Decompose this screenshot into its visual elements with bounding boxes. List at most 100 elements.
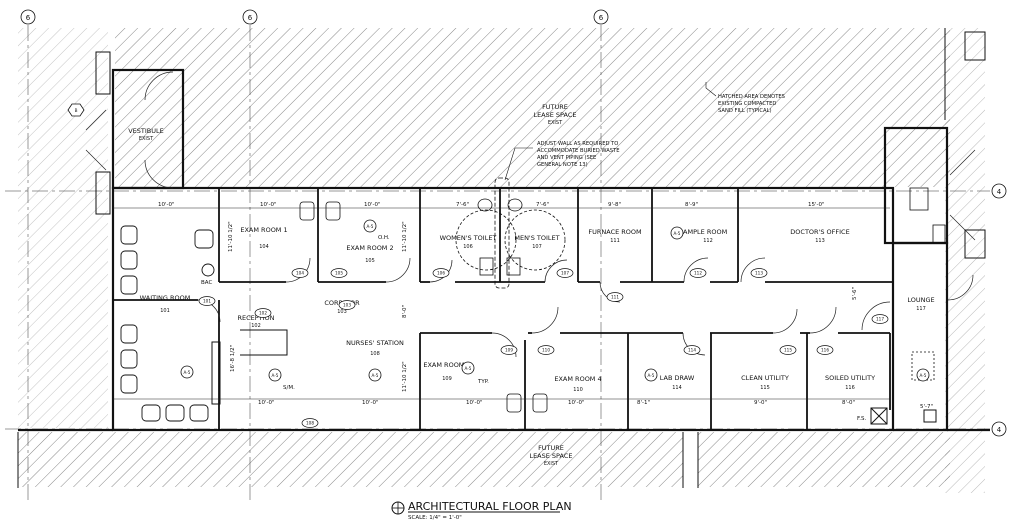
future-bottom-line2: LEASE SPACE [529, 452, 572, 460]
room-number-waiting: 101 [160, 308, 170, 314]
room-number-womens: 106 [463, 244, 473, 250]
room-number-lab: 114 [672, 385, 682, 391]
future-top-line1: FUTURE [542, 103, 568, 111]
grid-label-row-bottom: 4 [997, 426, 1002, 434]
drawing-scale: SCALE: 1/4" = 1'-0" [408, 515, 462, 521]
title-block: ARCHITECTURAL FLOOR PLAN SCALE: 1/4" = 1… [391, 500, 572, 521]
dim-v1: 11'-10 1/2" [228, 221, 234, 252]
note-wall-2: ACCOMMODATE BURIED WASTE [537, 148, 620, 154]
dim-d15: 8'-0" [842, 400, 855, 406]
door-tag-bubble [301, 418, 319, 428]
room-number-mens: 107 [532, 244, 542, 250]
room-label-vestibule: VESTIBULE [128, 127, 164, 135]
reception-counter [240, 329, 288, 356]
door-tag-110: 110 [542, 348, 550, 353]
grid-label-row-top: 4 [997, 188, 1002, 196]
door-tag-116: 116 [821, 348, 829, 353]
room-label-reception: RECEPTION [237, 314, 274, 322]
grid-bubbles [20, 9, 1007, 437]
note-wall-4: GENERAL NOTE 13) [537, 162, 588, 168]
door-tag-bubble [683, 345, 701, 355]
dim-d1: 10'-0" [158, 202, 175, 208]
door-tag-114: 114 [688, 348, 696, 353]
section-ref-8: A-5 [674, 231, 681, 236]
dim-d3: 10'-0" [364, 202, 381, 208]
future-top-num: EXIST [548, 120, 563, 126]
grid-label-right: 6 [599, 14, 604, 22]
room-number-sample: 112 [703, 238, 713, 244]
room-label-doctor: DOCTOR'S OFFICE [790, 228, 849, 236]
existing-walls [17, 28, 986, 488]
dimension-strings [113, 207, 890, 400]
dim-d2: 10'-0" [260, 202, 277, 208]
room-number-reception: 102 [251, 323, 261, 329]
section-ref-7: A-5 [920, 373, 927, 378]
door-tag-113: 113 [755, 271, 763, 276]
door-tag-bubble [254, 308, 272, 318]
room-number-nurses: 108 [370, 351, 380, 357]
future-bottom-num: EXIST [544, 461, 559, 467]
door-tag-bubble [338, 300, 356, 310]
tags: O.H. S/M. TYP. BAC F.S. [201, 235, 867, 422]
future-lease-labels: FUTURE LEASE SPACE EXIST FUTURE LEASE SP… [529, 103, 576, 467]
door-tag-bubble [606, 292, 624, 302]
dim-d14: 9'-0" [754, 400, 767, 406]
drawing-title: ARCHITECTURAL FLOOR PLAN [408, 500, 572, 513]
room-number-corridor: 103 [337, 309, 347, 315]
door-tag-bubble [750, 268, 768, 278]
section-ref-6: A-5 [648, 373, 655, 378]
section-markers [180, 219, 930, 382]
room-number-soiled: 116 [845, 385, 855, 391]
dimension-labels: 10'-0" 10'-0" 10'-0" 7'-6" 7'-6" 9'-8" 8… [158, 202, 933, 410]
general-notes: HATCHED AREA DENOTES EXISTING COMPACTED … [537, 94, 785, 168]
room-label-womens: WOMEN'S TOILET [440, 234, 497, 242]
room-label-mens: MEN'S TOILET [514, 234, 559, 242]
room-labels: VESTIBULE EXIST EXAM ROOM 1 104 EXAM ROO… [128, 127, 934, 393]
tag-oh: O.H. [378, 235, 390, 241]
door-tag-108: 108 [306, 421, 314, 426]
room-label-exam3: EXAM ROOM 3 [423, 361, 470, 369]
future-bottom-line1: FUTURE [538, 444, 564, 452]
door-tag-109: 109 [505, 348, 513, 353]
leader-lines [504, 82, 717, 181]
waiting-counter [211, 341, 221, 405]
dim-d9: 10'-0" [258, 400, 275, 406]
dim-d10: 10'-0" [362, 400, 379, 406]
dim-d11: 10'-0" [466, 400, 483, 406]
dim-v2: 11'-10 1/2" [402, 221, 408, 252]
note-wall-3: AND VENT PIPING (SEE [537, 155, 596, 161]
dim-d6: 9'-8" [608, 202, 621, 208]
dim-v6: 5'-6" [852, 287, 858, 300]
dim-d8: 15'-0" [808, 202, 825, 208]
floor-sink [870, 407, 937, 425]
note-hatch-1: HATCHED AREA DENOTES [718, 94, 785, 100]
hatched-sand-fill [18, 28, 985, 493]
door-tag-bubble [500, 345, 518, 355]
door-tag-101: 101 [203, 299, 211, 304]
room-label-clean: CLEAN UTILITY [741, 374, 789, 382]
dim-d13: 8'-1" [637, 400, 650, 406]
room-number-vestibule: EXIST [139, 136, 154, 142]
note-hatch-2: EXISTING COMPACTED [718, 101, 776, 107]
section-ref-1: A-5 [367, 224, 374, 229]
dim-d4: 7'-6" [456, 202, 469, 208]
room-number-exam4: 110 [573, 387, 583, 393]
tag-bac: BAC [201, 280, 212, 286]
note-hatch-3: SAND FILL (TYPICAL) [718, 108, 772, 114]
section-ref-5: A-5 [465, 366, 472, 371]
room-number-exam2: 105 [365, 258, 375, 264]
interior-walls [113, 188, 893, 430]
room-label-waiting: WAITING ROOM [140, 294, 191, 302]
door-tag-bubble [432, 268, 450, 278]
dim-d12: 10'-0" [568, 400, 585, 406]
door-tag-106: 106 [437, 271, 445, 276]
dim-d7: 8'-9" [685, 202, 698, 208]
grid-label-left: 6 [26, 14, 31, 22]
room-label-exam4: EXAM ROOM 4 [554, 375, 601, 383]
room-label-exam1: EXAM ROOM 1 [240, 226, 287, 234]
room-label-furnace: FURNACE ROOM [588, 228, 641, 236]
room-number-furnace: 111 [610, 238, 620, 244]
door-tag-bubble [291, 268, 309, 278]
